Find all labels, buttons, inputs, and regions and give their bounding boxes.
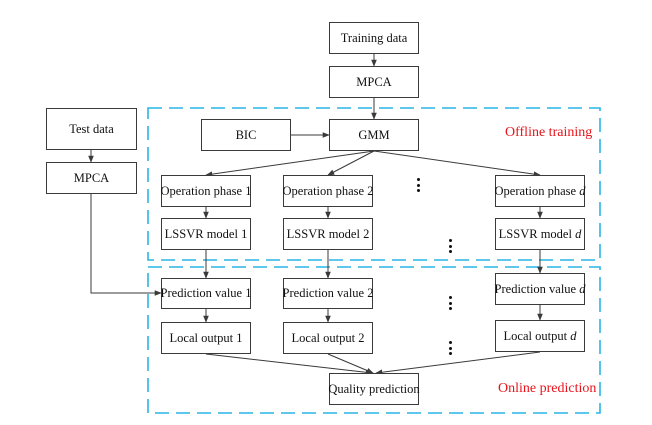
training-data-label: Training data [340, 30, 408, 45]
test-data-node: Test data [46, 108, 137, 150]
mpca-test-node: MPCA [46, 162, 137, 194]
prediction-value-2-node: Prediction value 2 [283, 278, 373, 309]
operation-phase-2-node: Operation phase 2 [283, 175, 373, 207]
quality-prediction-node: Quality prediction [328, 373, 420, 405]
operation-phase-d-var: d [579, 183, 586, 198]
ellipsis-local-output [449, 341, 453, 358]
edge-gmm-phased [373, 150, 541, 177]
edge-gmm-phase1 [205, 150, 375, 177]
operation-phase-1-label: Operation phase 1 [160, 183, 252, 198]
offline-training-region [147, 107, 601, 261]
ellipsis-lssvr [449, 239, 453, 256]
mpca-train-node: MPCA [329, 66, 419, 98]
ellipsis-prediction [449, 296, 453, 313]
edge-gmm-phase2 [327, 150, 375, 176]
operation-phase-d-node: Operation phase d [495, 175, 585, 207]
mpca-test-label: MPCA [73, 170, 110, 185]
gmm-node: GMM [329, 119, 419, 151]
lssvr-model-2-node: LSSVR model 2 [283, 218, 373, 250]
bic-node: BIC [201, 119, 291, 151]
offline-training-label: Offline training [505, 125, 593, 140]
mpca-train-label: MPCA [356, 74, 392, 89]
lssvr-model-1-node: LSSVR model 1 [161, 218, 251, 250]
lssvr-model-d-var: d [575, 226, 582, 241]
online-prediction-region [147, 266, 601, 414]
edge-mpca-test-pred1 [90, 194, 162, 296]
prediction-value-2-label: Prediction value 2 [282, 286, 374, 300]
lssvr-model-1-label: LSSVR model 1 [164, 226, 248, 241]
edge-locald-quality [375, 351, 541, 375]
local-output-2-node: Local output 2 [283, 322, 373, 354]
operation-phase-1-node: Operation phase 1 [161, 175, 251, 207]
local-output-d-var: d [570, 328, 577, 343]
local-output-2-label: Local output 2 [291, 330, 365, 345]
quality-prediction-label: Quality prediction [328, 381, 420, 396]
test-data-label: Test data [69, 121, 114, 136]
prediction-value-d-var: d [579, 281, 586, 296]
bic-label: BIC [235, 127, 257, 142]
prediction-value-1-node: Prediction value 1 [161, 278, 251, 309]
edge-local2-quality [327, 353, 374, 374]
operation-phase-2-label: Operation phase 2 [282, 183, 374, 198]
lssvr-model-d-node: LSSVR model d [495, 218, 585, 250]
local-output-d-node: Local output d [495, 320, 585, 352]
prediction-value-d-node: Prediction value d [495, 273, 585, 305]
local-output-1-label: Local output 1 [169, 330, 243, 345]
local-output-d-label: Local output [503, 328, 568, 343]
prediction-value-d-label: Prediction value [494, 281, 577, 296]
operation-phase-d-label: Operation phase [494, 183, 577, 198]
online-prediction-label: Online prediction [498, 381, 597, 396]
lssvr-model-d-label: LSSVR model [498, 226, 572, 241]
prediction-value-1-label: Prediction value 1 [160, 286, 252, 300]
edge-local1-quality [205, 353, 373, 376]
gmm-label: GMM [358, 127, 390, 142]
training-data-node: Training data [329, 22, 419, 54]
lssvr-model-2-label: LSSVR model 2 [286, 226, 370, 241]
local-output-1-node: Local output 1 [161, 322, 251, 354]
ellipsis-phases [417, 178, 421, 195]
